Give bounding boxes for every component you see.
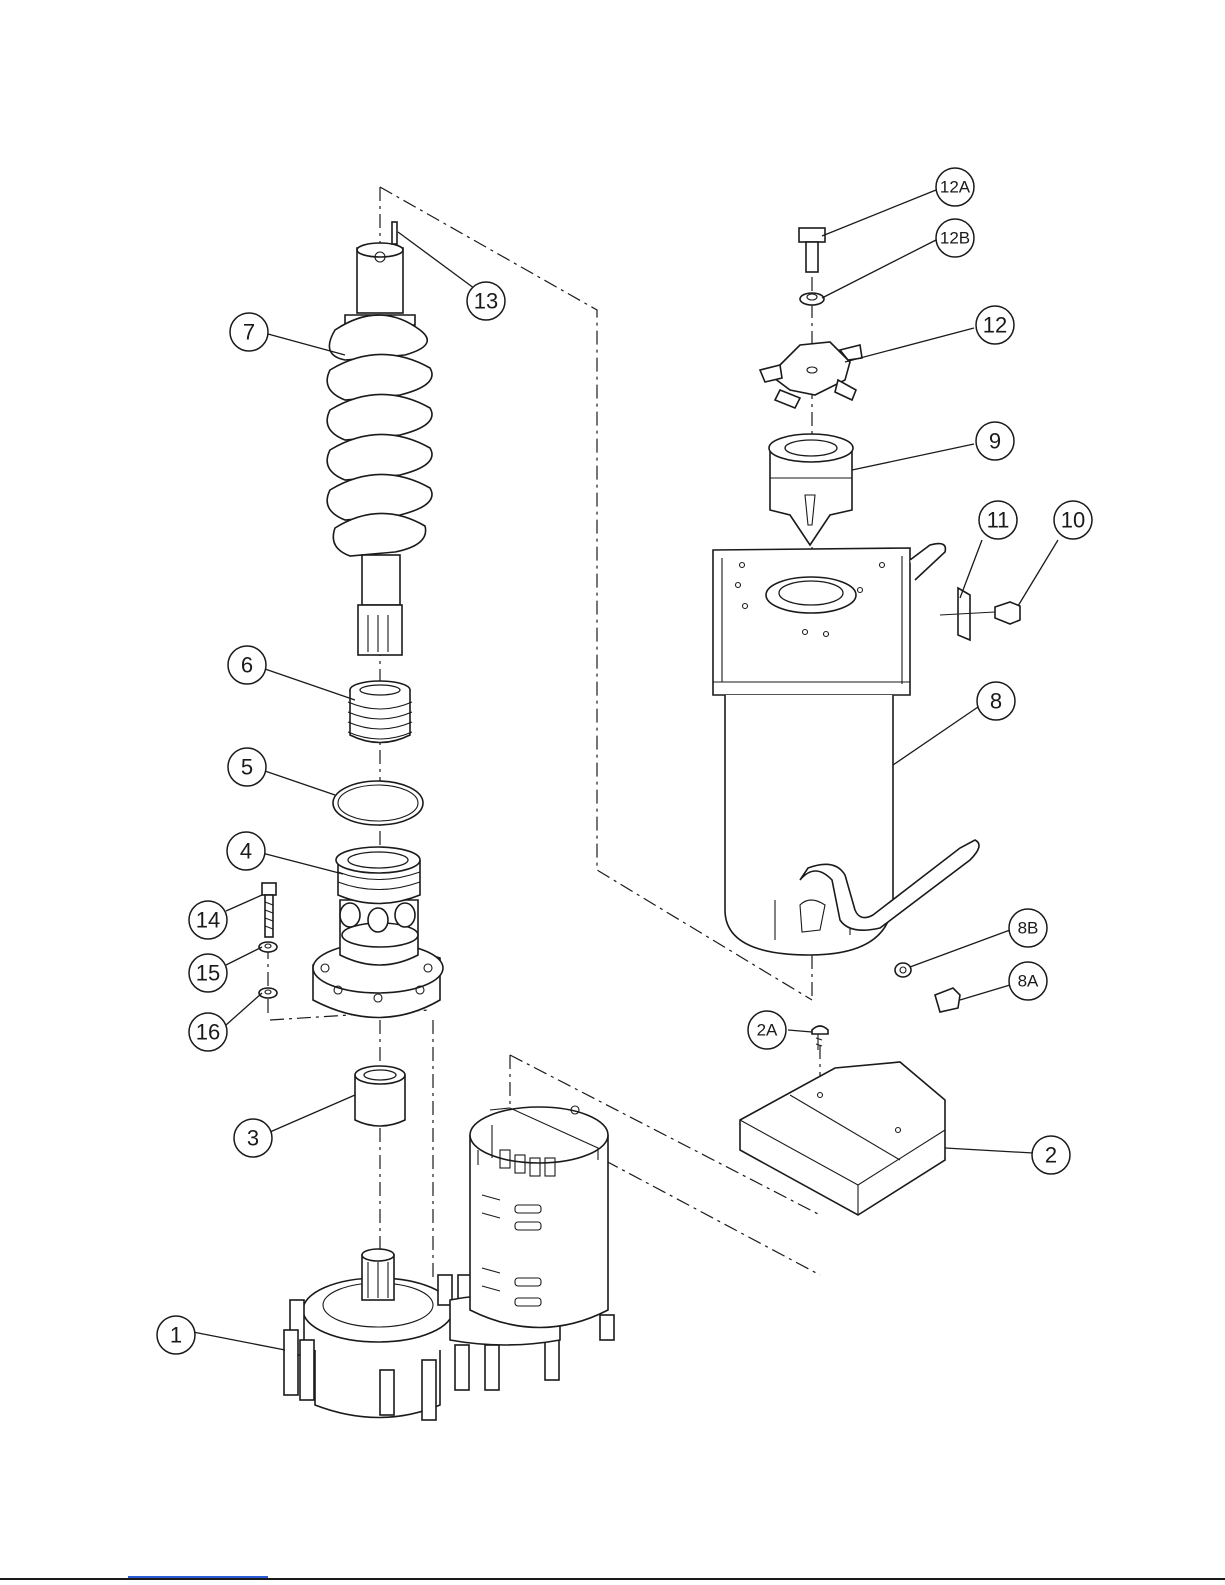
callout-10: 10 bbox=[1054, 501, 1092, 539]
callout-12a: 12A bbox=[936, 168, 974, 206]
callout-2: 2 bbox=[1032, 1136, 1070, 1174]
callout-8b: 8B bbox=[1009, 909, 1047, 947]
callout-8a: 8A bbox=[1009, 962, 1047, 1000]
callout-9: 9 bbox=[976, 422, 1014, 460]
svg-text:8A: 8A bbox=[1018, 972, 1039, 991]
svg-text:8: 8 bbox=[990, 689, 1002, 714]
svg-text:3: 3 bbox=[247, 1126, 259, 1151]
o-ring bbox=[333, 781, 423, 825]
callout-16: 16 bbox=[189, 1013, 227, 1051]
svg-text:12A: 12A bbox=[940, 178, 971, 197]
callout-13: 13 bbox=[467, 282, 505, 320]
callout-15: 15 bbox=[189, 954, 227, 992]
leader-lines bbox=[193, 190, 1058, 1350]
callout-8: 8 bbox=[977, 682, 1015, 720]
svg-text:16: 16 bbox=[196, 1020, 220, 1045]
freezing-barrel bbox=[713, 544, 979, 955]
svg-text:10: 10 bbox=[1061, 508, 1085, 533]
svg-text:11: 11 bbox=[987, 508, 1010, 533]
svg-text:12B: 12B bbox=[940, 229, 970, 248]
motor bbox=[470, 1106, 608, 1328]
callout-5: 5 bbox=[228, 748, 266, 786]
cover-assembly bbox=[740, 1026, 945, 1215]
bearing-housing bbox=[313, 847, 443, 1018]
svg-text:1: 1 bbox=[170, 1323, 182, 1348]
callout-6: 6 bbox=[228, 646, 266, 684]
callout-3: 3 bbox=[234, 1119, 272, 1157]
callout-7: 7 bbox=[230, 313, 268, 351]
pin-and-clip bbox=[940, 588, 1020, 640]
svg-text:7: 7 bbox=[243, 320, 255, 345]
svg-text:14: 14 bbox=[196, 908, 220, 933]
callout-12: 12 bbox=[976, 306, 1014, 344]
svg-text:8B: 8B bbox=[1018, 919, 1039, 938]
callout-4: 4 bbox=[227, 832, 265, 870]
cutter-holder bbox=[769, 434, 853, 545]
callout-14: 14 bbox=[189, 901, 227, 939]
seal-part bbox=[348, 681, 412, 743]
auger-shaft bbox=[327, 222, 432, 655]
svg-text:13: 13 bbox=[474, 289, 498, 314]
svg-text:15: 15 bbox=[196, 961, 220, 986]
callout-12b: 12B bbox=[936, 219, 974, 257]
svg-text:2: 2 bbox=[1045, 1143, 1057, 1168]
svg-text:5: 5 bbox=[241, 755, 253, 780]
svg-text:12: 12 bbox=[983, 313, 1007, 338]
callout-11: 11 bbox=[979, 501, 1017, 539]
coupling bbox=[355, 1066, 405, 1126]
svg-text:2A: 2A bbox=[757, 1021, 778, 1040]
svg-text:6: 6 bbox=[241, 653, 253, 678]
callouts: 12A 12B 13 12 7 9 11 10 6 8 5 4 14 8B 15… bbox=[157, 168, 1092, 1354]
page-bottom-rule bbox=[0, 1578, 1225, 1580]
page-bottom-link-underline[interactable] bbox=[128, 1576, 268, 1578]
callout-1: 1 bbox=[157, 1316, 195, 1354]
callout-2a: 2A bbox=[748, 1011, 786, 1049]
svg-text:4: 4 bbox=[240, 839, 252, 864]
barrel-fasteners bbox=[895, 963, 960, 1012]
svg-text:9: 9 bbox=[989, 429, 1001, 454]
top-bolt-assembly bbox=[760, 228, 862, 408]
